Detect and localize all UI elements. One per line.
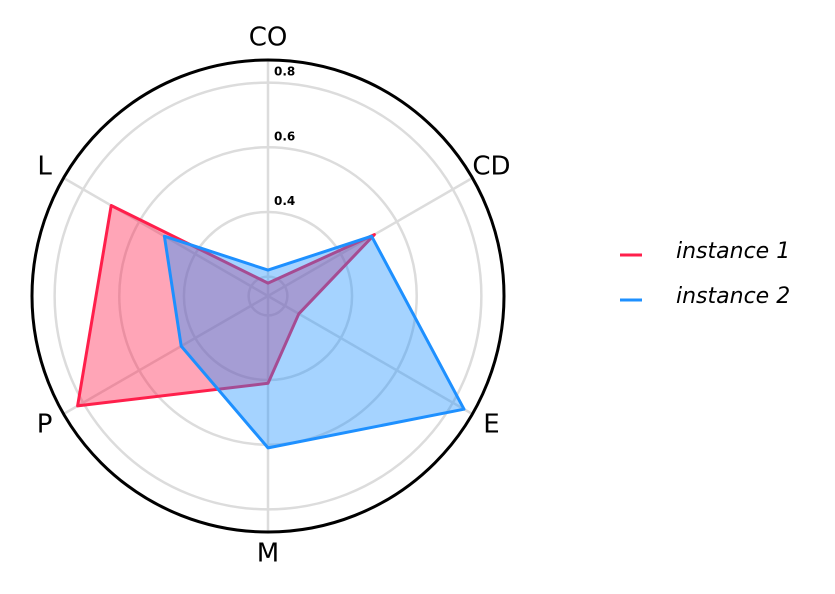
axis-label-m: M — [257, 539, 279, 569]
axis-label-cd: CD — [472, 152, 510, 182]
outer-ring — [30, 58, 506, 534]
axis-labels: CO CD E M P L — [37, 23, 511, 569]
axis-label-l: L — [37, 152, 52, 182]
tick-label: 0.6 — [274, 129, 295, 143]
grid-spoke — [267, 294, 474, 416]
radar-grid — [30, 58, 506, 534]
axis-label-co: CO — [249, 23, 288, 53]
grid-spoke — [62, 294, 269, 416]
legend-label-1: instance 1 — [676, 239, 790, 264]
tick-label: 0.8 — [274, 65, 295, 79]
tick-label: 0.4 — [274, 194, 295, 208]
tick-labels: 0.4 0.6 0.8 — [274, 65, 295, 208]
axis-label-p: P — [37, 410, 53, 440]
radar-series — [76, 204, 466, 450]
legend: instance 1 instance 2 — [620, 239, 790, 309]
axis-label-e: E — [483, 410, 499, 440]
series-fill-2 — [164, 236, 464, 448]
legend-label-2: instance 2 — [676, 284, 790, 309]
series-fill-1 — [77, 205, 375, 406]
